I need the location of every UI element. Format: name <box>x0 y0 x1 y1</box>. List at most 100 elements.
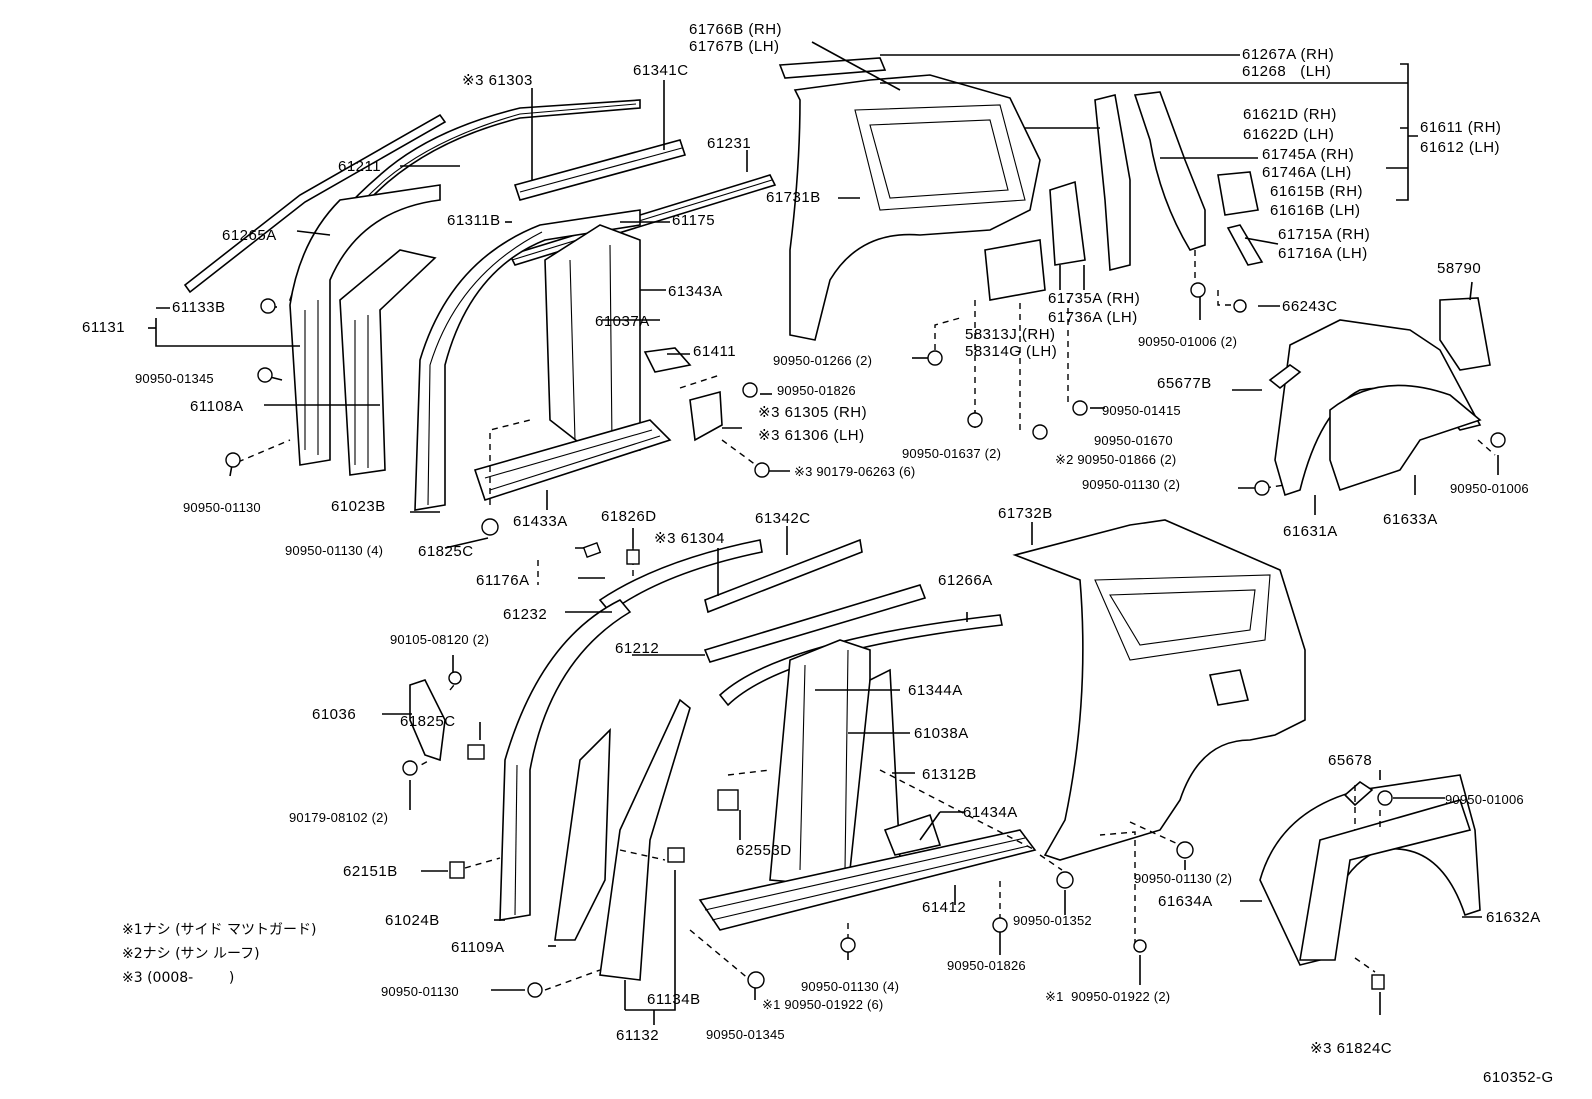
label-61343A: 61343A <box>668 283 723 300</box>
label-90105-08120: 90105-08120 (2) <box>390 632 490 647</box>
label-61715A: 61715A (RH) <box>1278 226 1371 243</box>
label-61108A: 61108A <box>190 398 244 415</box>
clip-90950-01006-upper <box>1490 432 1506 448</box>
label-61633A: 61633A <box>1383 511 1438 528</box>
label-90950-01006-upper: 90950-01006 <box>1450 481 1529 496</box>
leader-lines <box>148 41 1499 1025</box>
grommet-66243C <box>1233 299 1247 313</box>
label-61632A: 61632A <box>1486 909 1541 926</box>
quarter-panel-61732B <box>1012 519 1306 861</box>
note-1: ※1ナシ (サイド マツトガード) <box>122 922 317 938</box>
rocker-61412 <box>698 829 1037 931</box>
fasteners <box>225 282 1506 998</box>
bracket-61615B <box>1217 171 1259 216</box>
label-61342C: 61342C <box>755 510 811 527</box>
label-61267A: 61267A (RH) <box>1242 46 1335 63</box>
nut-90179-06263 <box>754 462 770 478</box>
plug-90950-01826-upper <box>742 382 758 398</box>
label-58313J: 58313J (RH) <box>965 326 1056 343</box>
pillar-61024B <box>499 599 632 921</box>
label-61023B: 61023B <box>331 498 386 515</box>
label-90179-08102: 90179-08102 (2) <box>289 810 389 825</box>
roof-rail-61265A <box>183 113 447 294</box>
label-61411: 61411 <box>693 343 737 360</box>
label-61268: 61268 (LH) <box>1242 63 1332 80</box>
label-61433A: 61433A <box>513 513 568 530</box>
label-90950-01826-upper: 90950-01826 <box>777 383 856 398</box>
label-61634A: 61634A <box>1158 893 1213 910</box>
label-90950-01922-6: ※1 90950-01922 (6) <box>762 997 884 1012</box>
label-61303: ※3 61303 <box>462 72 533 89</box>
label-61731B: 61731B <box>766 189 821 206</box>
label-90950-01130-4-lower: 90950-01130 (4) <box>801 979 900 994</box>
label-90950-01130-2-upper: 90950-01130 (2) <box>1082 477 1181 492</box>
label-90950-01866: ※2 90950-01866 (2) <box>1055 452 1177 467</box>
label-61825C-upper: 61825C <box>418 543 474 560</box>
label-61344A: 61344A <box>908 682 963 699</box>
plug-90950-01415 <box>1072 400 1088 416</box>
rail-61212 <box>703 584 927 663</box>
label-61024B: 61024B <box>385 912 440 929</box>
bracket-58790 <box>1439 297 1491 371</box>
label-90950-01130-2-lower: 90950-01130 (2) <box>1134 871 1233 886</box>
note-2: ※2ナシ (サン ルーフ) <box>122 946 260 962</box>
pillar-61343A <box>544 224 641 456</box>
plug-90950-01826-lower <box>992 917 1008 933</box>
pillar-61621D <box>1094 91 1206 272</box>
plug-90950-01130-lower <box>527 982 543 998</box>
wheelhouse-61633A <box>1274 319 1482 497</box>
label-61132: 61132 <box>616 1027 660 1044</box>
label-61037A: 61037A <box>595 313 650 330</box>
clip-90950-01345-lower <box>747 971 765 989</box>
label-61412: 61412 <box>922 899 967 916</box>
label-90950-01637: 90950-01637 (2) <box>902 446 1002 461</box>
clip-90950-01922-2 <box>1133 939 1147 953</box>
label-90950-01130-lower: 90950-01130 <box>381 984 459 999</box>
dashed-guides <box>237 250 1496 991</box>
label-61212: 61212 <box>615 640 660 657</box>
clip-61133B <box>260 298 276 314</box>
note-3: ※3 (0008- ) <box>122 970 235 986</box>
label-61231: 61231 <box>707 135 752 152</box>
plug-90950-01866 <box>1032 424 1048 440</box>
label-61038A: 61038A <box>914 725 969 742</box>
label-65678: 65678 <box>1328 752 1373 769</box>
label-90950-01415: 90950-01415 <box>1102 403 1181 418</box>
label-90950-01130-upper: 90950-01130 <box>183 500 261 515</box>
label-61306: ※3 61306 (LH) <box>758 427 865 444</box>
label-90950-01670: 90950-01670 <box>1094 433 1173 448</box>
rail-61303 <box>513 139 687 201</box>
clip-61134B <box>667 847 685 863</box>
label-61341C: 61341C <box>633 62 689 79</box>
label-61312B: 61312B <box>922 766 977 783</box>
label-61826D: 61826D <box>601 508 657 525</box>
label-61716A: 61716A (LH) <box>1278 245 1368 262</box>
pad-61826D <box>626 549 640 565</box>
label-61745A: 61745A (RH) <box>1262 146 1355 163</box>
label-90950-01826-lower: 90950-01826 <box>947 958 1026 973</box>
label-61612: 61612 (LH) <box>1420 139 1501 156</box>
clip-90950-01345-upper <box>257 367 273 383</box>
plug-90950-01130-2-lower <box>1176 841 1194 859</box>
label-90950-01266: 90950-01266 (2) <box>773 353 873 368</box>
rail-61232 <box>598 539 763 614</box>
bracket-61434A <box>883 813 942 856</box>
label-61736A: 61736A (LH) <box>1048 309 1138 326</box>
plug-90950-01130-4-upper <box>481 518 499 536</box>
label-58790: 58790 <box>1437 260 1482 277</box>
label-61176A: 61176A <box>476 572 530 589</box>
label-90950-01345-lower: 90950-01345 <box>706 1027 785 1042</box>
label-61732B: 61732B <box>998 505 1053 522</box>
rail-61304 <box>704 538 863 614</box>
plug-90950-01130-upper <box>225 452 241 468</box>
plug-90950-01006-2 <box>1190 282 1206 298</box>
panel-61735A <box>1049 180 1086 266</box>
label-61615B: 61615B (RH) <box>1270 183 1364 200</box>
label-61434A: 61434A <box>963 804 1018 821</box>
label-61825C-lower: 61825C <box>400 713 456 730</box>
pad-61825C-lower <box>467 744 485 760</box>
label-61735A: 61735A (RH) <box>1048 290 1141 307</box>
bracket-61305 <box>689 390 723 442</box>
label-61265A: 61265A <box>222 227 277 244</box>
